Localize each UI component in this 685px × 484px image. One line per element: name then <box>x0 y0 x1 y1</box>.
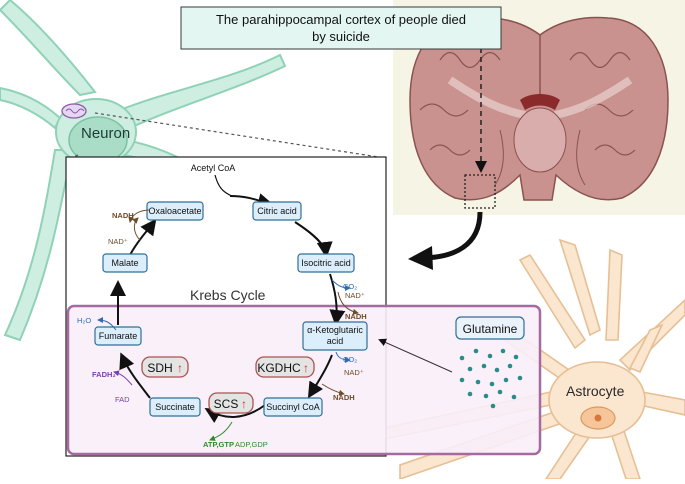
zoom-line-top <box>94 112 386 159</box>
title-box <box>180 6 502 50</box>
glutamine-box <box>455 316 525 340</box>
node-a-ketoglutaric-acid <box>302 321 368 351</box>
krebs-cycle-label: Krebs Cycle <box>190 287 266 303</box>
svg-text:α-Ketoglutaric: α-Ketoglutaric <box>307 325 363 335</box>
fad-label: FAD <box>115 395 130 404</box>
nad-label-2: NAD⁺ <box>345 291 365 300</box>
glutamine-dots <box>459 348 523 409</box>
svg-text:Isocitric acid: Isocitric acid <box>301 258 351 268</box>
svg-text:Succinyl CoA: Succinyl CoA <box>266 402 320 412</box>
up-arrow-icon: ↑ <box>303 361 309 375</box>
neuron-dendrite-upper-right <box>118 53 287 130</box>
node-succinate <box>149 397 201 417</box>
nadh-label-1: NADH <box>112 211 134 220</box>
nadh-label-2: NADH <box>345 312 367 321</box>
atp-gtp-label: ATP,GTP <box>203 440 234 449</box>
acetyl-coa-arrow <box>214 174 233 197</box>
metabolite-nodes: Oxaloacetate Citric acid Isocitric acid … <box>94 201 368 417</box>
nad-label-3: NAD⁺ <box>344 368 364 377</box>
cofactor-labels: NADH NAD⁺ CO₂ NAD⁺ NADH CO₂ NAD⁺ NADH H₂… <box>77 211 367 449</box>
mitochondria-membrane <box>66 304 542 456</box>
neuron-dendrite-left <box>0 86 62 130</box>
svg-text:SDH: SDH <box>147 361 172 375</box>
mitochondrion-icon <box>61 103 87 119</box>
enzyme-scs: SCS ↑ <box>208 392 254 414</box>
up-arrow-icon: ↑ <box>177 361 183 375</box>
brain-coronal-section <box>409 16 669 201</box>
zoom-line-left <box>67 154 79 161</box>
svg-text:Malate: Malate <box>111 258 138 268</box>
co2-label-2: CO₂ <box>343 355 357 364</box>
title-line-1: The parahippocampal cortex of people die… <box>216 12 466 27</box>
node-oxaloacetate <box>146 201 204 221</box>
nadh-label-3: NADH <box>333 393 355 402</box>
astrocyte-label: Astrocyte <box>566 383 625 399</box>
title-line-2: by suicide <box>312 29 370 44</box>
svg-text:Fumarate: Fumarate <box>99 331 138 341</box>
neuron-label: Neuron <box>81 125 130 142</box>
glutamine-arrow <box>378 338 453 373</box>
up-arrow-icon: ↑ <box>241 397 247 411</box>
acetyl-coa-label: Acetyl CoA <box>191 163 236 173</box>
enzyme-sdh: SDH ↑ <box>141 356 189 378</box>
neuron-axon <box>3 149 74 342</box>
co2-label-1: CO₂ <box>343 282 357 291</box>
svg-text:Succinate: Succinate <box>155 402 195 412</box>
node-citric-acid <box>252 201 302 221</box>
svg-text:acid: acid <box>327 336 344 346</box>
svg-text:SCS: SCS <box>214 397 239 411</box>
brain-region-highlight <box>464 174 496 209</box>
astrocyte-soma <box>548 361 646 439</box>
nad-label-1: NAD⁺ <box>108 237 128 246</box>
svg-text:Oxaloacetate: Oxaloacetate <box>148 206 201 216</box>
node-isocitric-acid <box>297 253 355 273</box>
node-succinyl-coa <box>263 397 323 417</box>
h2o-label: H₂O <box>77 316 91 325</box>
enzyme-kgdhc: KGDHC ↑ <box>255 356 315 378</box>
adp-gdp-label: ADP,GDP <box>235 440 268 449</box>
svg-text:KGDHC: KGDHC <box>257 361 301 375</box>
cofactor-arrows <box>97 209 359 441</box>
node-malate <box>102 253 148 273</box>
node-fumarate <box>94 326 142 346</box>
fadh2-label: FADH₂ <box>92 370 116 379</box>
neuron-dendrite-top <box>0 0 97 97</box>
glutamine-label: Glutamine <box>463 322 518 336</box>
svg-text:Citric acid: Citric acid <box>257 206 297 216</box>
